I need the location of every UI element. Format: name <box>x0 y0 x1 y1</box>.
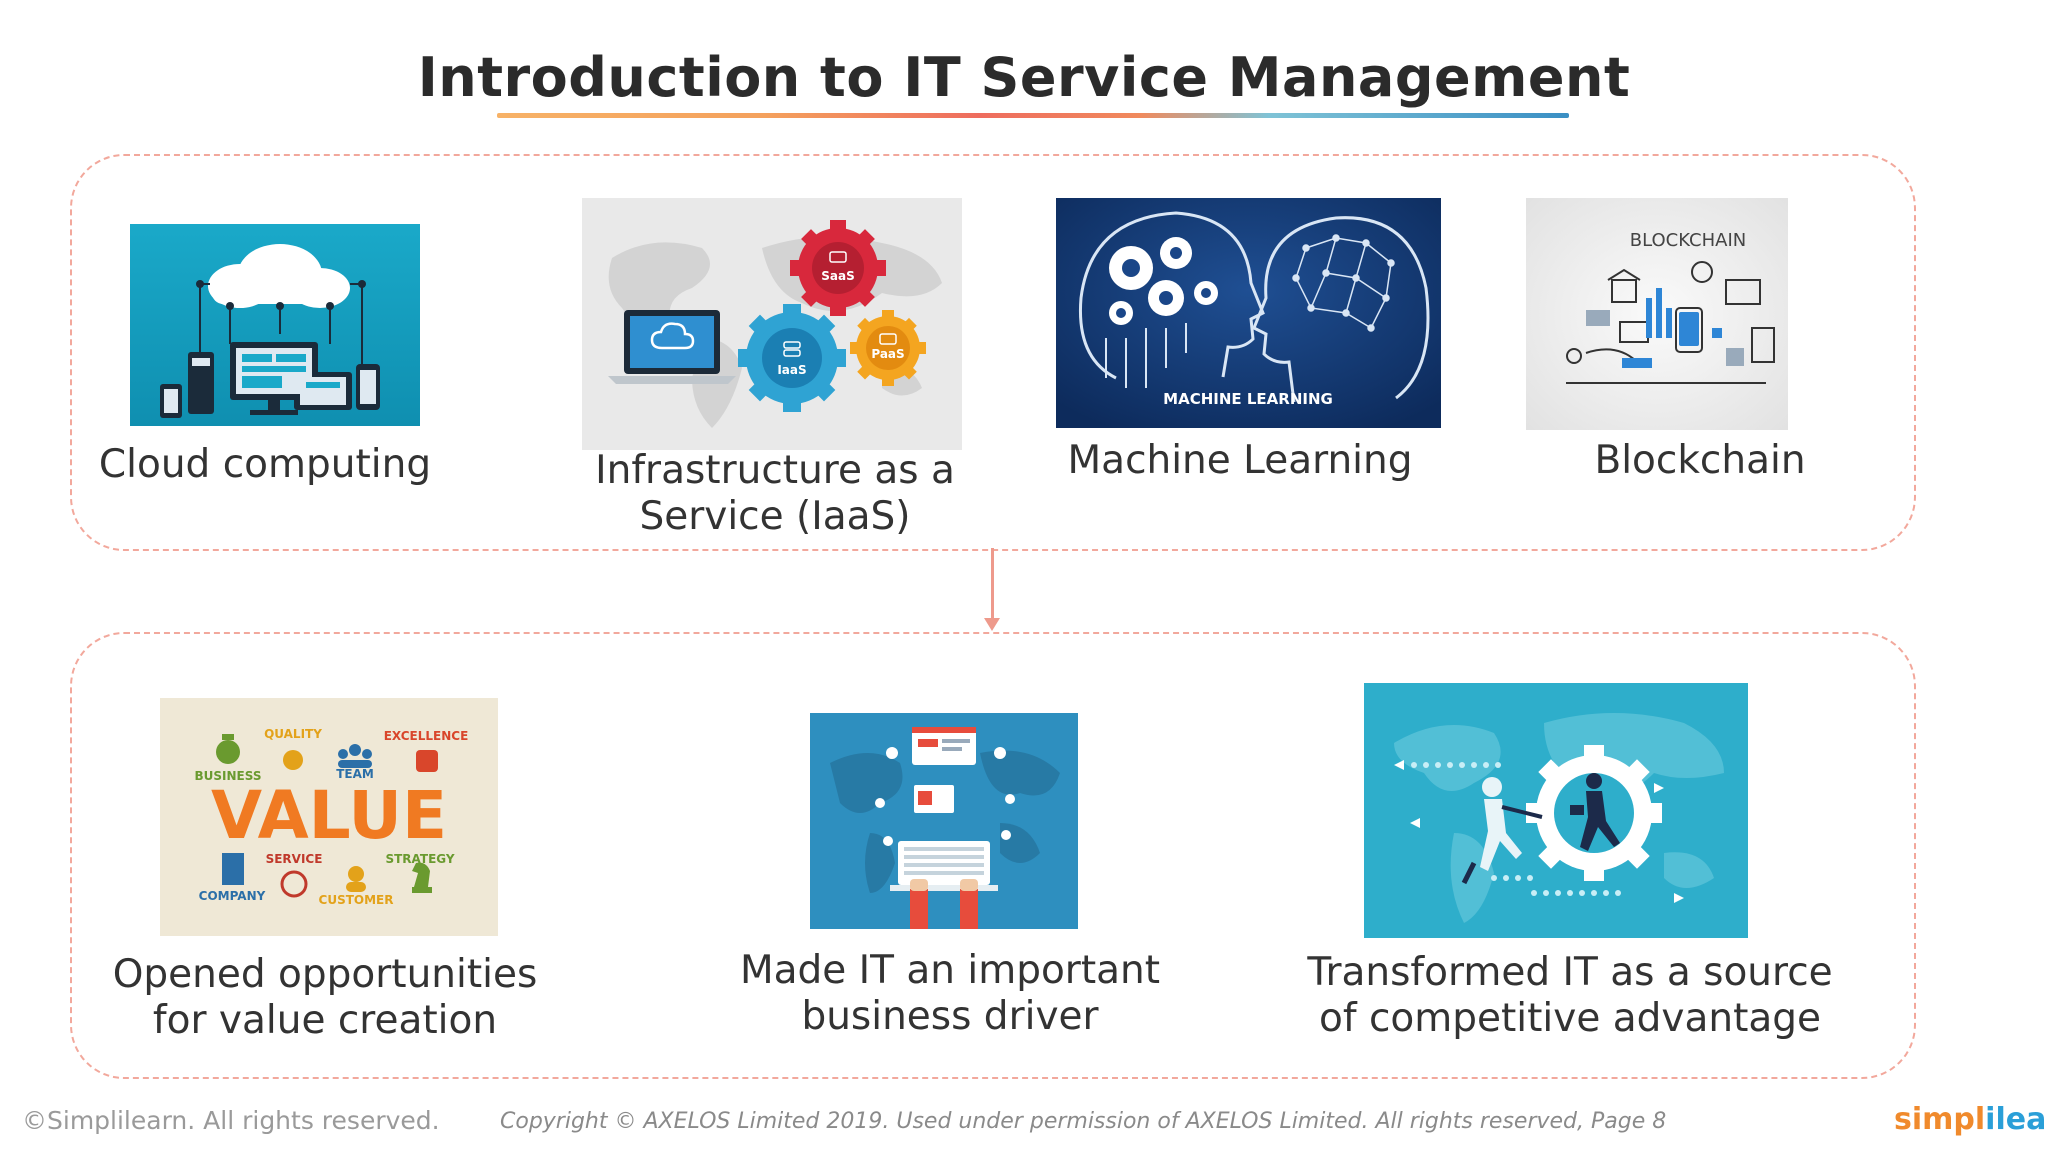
slide-title: Introduction to IT Service Management <box>417 46 1631 109</box>
simplilearn-logo: simplilearn <box>1894 1102 2048 1137</box>
saas-badge-text: SaaS <box>821 269 854 283</box>
label-competitive-advantage: Transformed IT as a source of competitiv… <box>1300 950 1840 1042</box>
cloud-computing-image <box>130 224 420 426</box>
label-machine-learning: Machine Learning <box>1067 438 1413 483</box>
building-icon <box>222 853 244 885</box>
businessman-icon <box>1570 773 1620 851</box>
paas-gear-icon: PaaS <box>850 310 926 386</box>
competitive-advantage-image <box>1364 683 1748 938</box>
word-strategy: STRATEGY <box>385 852 454 866</box>
label-value-creation: Opened opportunities for value creation <box>100 952 550 1044</box>
laptop-icon <box>890 841 998 891</box>
customer-icon <box>346 866 366 892</box>
label-competitive-advantage-line2: of competitive advantage <box>1318 996 1822 1041</box>
team-icon <box>338 744 372 768</box>
cloud-icon <box>208 244 350 308</box>
business-driver-image <box>810 713 1078 929</box>
label-iaas-line1: Infrastructure as a <box>595 448 955 493</box>
label-iaas-line2: Service (IaaS) <box>639 494 911 539</box>
label-cloud-computing: Cloud computing <box>98 442 432 487</box>
browser-window-icon <box>912 727 976 765</box>
word-quality: QUALITY <box>264 727 322 741</box>
down-arrow-line <box>991 548 994 624</box>
thumbs-up-icon <box>416 750 438 772</box>
chess-knight-icon <box>412 862 432 893</box>
logo-part2: ilearn <box>1985 1102 2048 1137</box>
down-arrow-head-icon <box>984 618 1000 631</box>
word-value: VALUE <box>211 777 447 854</box>
saas-gear-icon: SaaS <box>790 220 886 316</box>
label-value-creation-line1: Opened opportunities <box>112 952 538 997</box>
label-iaas: Infrastructure as a Service (IaaS) <box>560 448 990 540</box>
iaas-image: SaaS IaaS PaaS <box>582 198 962 450</box>
logo-part1: simpl <box>1894 1102 1986 1137</box>
label-blockchain: Blockchain <box>1594 438 1806 483</box>
money-bag-icon <box>216 734 240 764</box>
word-customer: CUSTOMER <box>319 893 394 907</box>
word-team: TEAM <box>336 767 374 781</box>
paas-badge-text: PaaS <box>871 347 904 361</box>
hands-icon <box>910 889 978 929</box>
medal-icon <box>283 750 303 770</box>
label-value-creation-line2: for value creation <box>152 998 498 1043</box>
iaas-gear-icon: IaaS <box>738 304 846 412</box>
label-business-driver-line2: business driver <box>801 994 1099 1039</box>
word-excellence: EXCELLENCE <box>384 729 469 743</box>
word-business: BUSINESS <box>195 769 262 783</box>
label-business-driver: Made IT an important business driver <box>730 948 1170 1040</box>
blockchain-image: BLOCKCHAIN <box>1526 198 1788 430</box>
value-creation-image: QUALITY EXCELLENCE BUSINESS TEAM VALUE S… <box>160 698 498 936</box>
label-business-driver-line1: Made IT an important <box>739 948 1161 993</box>
headset-icon <box>280 870 308 898</box>
title-underline <box>497 113 1569 118</box>
robot-icon <box>1461 777 1543 885</box>
word-service: SERVICE <box>266 852 323 866</box>
machine-learning-image: MACHINE LEARNING <box>1056 198 1441 428</box>
footer-axelos-notice: Copyright © AXELOS Limited 2019. Used un… <box>500 1109 1667 1134</box>
label-competitive-advantage-line1: Transformed IT as a source <box>1307 950 1833 995</box>
laptop-icon <box>608 310 736 384</box>
ml-image-caption: MACHINE LEARNING <box>1163 390 1333 408</box>
iaas-badge-text: IaaS <box>777 363 806 377</box>
bottom-outcomes-box <box>70 632 1916 1079</box>
word-company: COMPANY <box>199 889 266 903</box>
footer-copyright: ©Simplilearn. All rights reserved. <box>22 1106 440 1135</box>
robot-head-icon <box>1078 211 1265 380</box>
document-icon <box>914 785 954 813</box>
human-head-icon <box>1252 216 1430 403</box>
blockchain-image-caption: BLOCKCHAIN <box>1630 230 1746 251</box>
